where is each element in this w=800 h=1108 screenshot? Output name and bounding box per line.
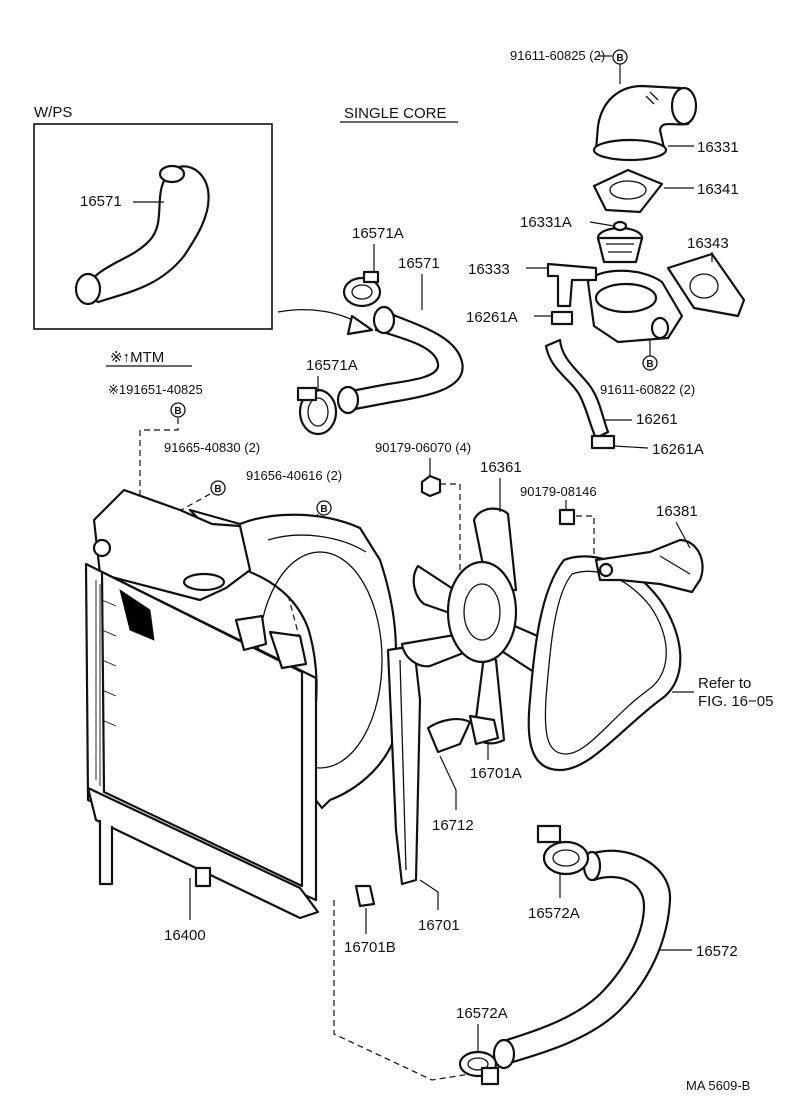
- label-16572: 16572: [696, 943, 738, 960]
- bolt-marker-b-4: B: [210, 480, 226, 496]
- label-91611-60825: 91611-60825 (2): [510, 48, 605, 63]
- label-16331A: 16331A: [520, 214, 572, 231]
- label-90179-08146: 90179-08146: [520, 484, 597, 499]
- clamp-16571A-top: [342, 270, 382, 308]
- label-16701: 16701: [418, 917, 460, 934]
- bolt-marker-b-2: B: [642, 355, 658, 371]
- bolt-90179-08146: [558, 508, 576, 526]
- label-16712: 16712: [432, 817, 474, 834]
- label-16261A-bot: 16261A: [652, 441, 704, 458]
- bolt-marker-b-5: B: [316, 500, 332, 516]
- thermostat-16331A: [596, 220, 644, 264]
- label-16571A-mid: 16571A: [306, 357, 358, 374]
- label-91656-40616: 91656-40616 (2): [246, 468, 342, 483]
- svg-text:B: B: [320, 504, 327, 515]
- label-16701A: 16701A: [470, 765, 522, 782]
- label-16361: 16361: [480, 459, 522, 476]
- svg-text:B: B: [646, 359, 653, 370]
- label-191651-40825: ※191651-40825: [108, 382, 203, 397]
- svg-text:B: B: [616, 53, 623, 64]
- clip-16261A-bot: [590, 434, 616, 450]
- bracket-16712: [426, 718, 472, 754]
- label-16572A-bot: 16572A: [456, 1005, 508, 1022]
- label-91611-60822: 91611-60822 (2): [600, 382, 695, 397]
- nut-90179-06070: [420, 474, 442, 498]
- label-16331: 16331: [697, 139, 739, 156]
- water-outlet-16331: [592, 84, 698, 162]
- wps-label: W/PS: [34, 104, 72, 121]
- svg-text:B: B: [174, 406, 181, 417]
- label-16571: 16571: [398, 255, 440, 272]
- shroud-side-16701: [386, 644, 422, 886]
- label-16333: 16333: [468, 261, 510, 278]
- bypass-pipe-16333: [546, 262, 598, 308]
- hose-16261: [544, 338, 610, 440]
- bracket-16381: [594, 538, 704, 594]
- clamp-16572A-top: [536, 824, 590, 876]
- mtm-label: ※↑MTM: [110, 349, 164, 366]
- refer-line2: FIG. 16−05: [698, 693, 773, 710]
- label-16343: 16343: [687, 235, 729, 252]
- label-16571A-top: 16571A: [352, 225, 404, 242]
- clamp-16572A-bot: [458, 1050, 500, 1086]
- clip-16701B: [354, 884, 376, 908]
- label-16400: 16400: [164, 927, 206, 944]
- label-16381: 16381: [656, 503, 698, 520]
- label-16572A-top: 16572A: [528, 905, 580, 922]
- inset-hose-16571: [74, 164, 210, 306]
- refer-line1: Refer to: [698, 675, 751, 692]
- inset-arrow-head: [346, 314, 374, 336]
- label-16261A-top: 16261A: [466, 309, 518, 326]
- svg-text:B: B: [214, 484, 221, 495]
- clip-16261A-top: [550, 310, 574, 326]
- label-16571-inset: 16571: [80, 193, 122, 210]
- lower-hose-16572: [492, 849, 672, 1070]
- wps-inset: W/PS 16571: [33, 104, 273, 330]
- radiator-16400: [84, 488, 320, 920]
- thermostat-housing: [586, 269, 684, 344]
- gasket-16341: [592, 168, 664, 214]
- clamp-16571A-mid: [296, 386, 338, 436]
- label-90179-06070: 90179-06070 (4): [375, 440, 471, 455]
- label-91665-40830: 91665-40830 (2): [164, 440, 260, 455]
- single-core-label: SINGLE CORE: [344, 105, 447, 122]
- figure-id: MA 5609-B: [686, 1078, 750, 1093]
- gasket-16343: [666, 252, 746, 318]
- upper-hose-16571: [336, 305, 464, 415]
- bolt-marker-b-3: B: [170, 402, 186, 418]
- label-16701B: 16701B: [344, 939, 396, 956]
- inset-arrow: [277, 309, 361, 325]
- bracket-16701A: [468, 714, 500, 746]
- label-16341: 16341: [697, 181, 739, 198]
- bolt-marker-b-1: B: [612, 49, 628, 65]
- v-belt: [527, 555, 682, 772]
- label-16261: 16261: [636, 411, 678, 428]
